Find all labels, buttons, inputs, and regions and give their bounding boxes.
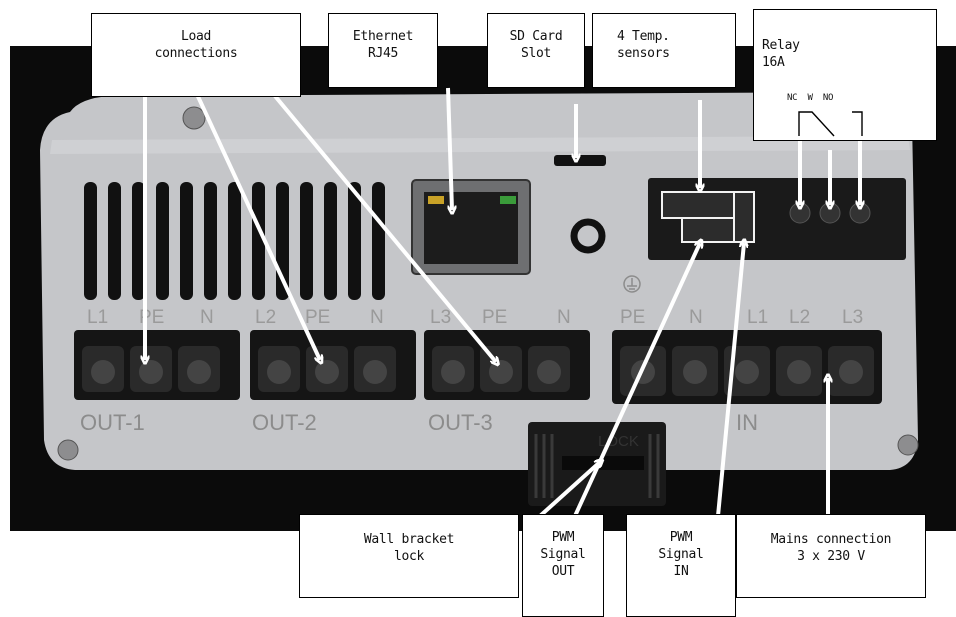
screw-icon (897, 434, 919, 456)
callout-pwm-in: PWM Signal IN (626, 514, 736, 617)
earth-icon (623, 275, 641, 293)
arrow-out-3 (268, 88, 496, 362)
group-label-out-3: OUT-3 (428, 410, 493, 435)
screw-icon (182, 106, 206, 130)
pin-label: PE (139, 307, 164, 328)
relay-pin-labels: NC W NO (787, 93, 834, 103)
cooling-vents (84, 182, 385, 300)
group-label-in: IN (736, 410, 758, 435)
relay-title: Relay 16A (762, 38, 800, 70)
group-label-out-1: OUT-1 (80, 410, 145, 435)
pin-label: L3 (842, 307, 863, 328)
arrow-wall-lock (538, 462, 600, 518)
arrow-out-2 (193, 89, 320, 360)
sd-card-slot (554, 155, 606, 166)
pin-label: N (557, 307, 571, 328)
arrow-pwm-out (573, 243, 700, 517)
callout-ethernet: Ethernet RJ45 (328, 13, 438, 88)
out-3-connector (424, 330, 590, 400)
relay-switch-icon (798, 111, 863, 137)
pin-label: L1 (87, 307, 108, 328)
lock-text: LOCK (598, 433, 639, 450)
arrow-pwm-in (716, 243, 744, 517)
pin-label: PE (305, 307, 330, 328)
pin-labels: L1 PE N L2 PE N L3 PE N PE N L1 L2 L3 (87, 307, 863, 328)
group-labels: OUT-1 OUT-2 OUT-3 IN (80, 410, 758, 435)
pin-label: N (689, 307, 703, 328)
pin-label: PE (620, 307, 645, 328)
callout-mains: Mains connection 3 x 230 V (736, 514, 926, 598)
callout-wall-bracket-lock: Wall bracket lock (299, 514, 519, 598)
callout-temp-sensors: 4 Temp. sensors (592, 13, 736, 88)
pin-label: N (370, 307, 384, 328)
callout-sd-card: SD Card Slot (487, 13, 585, 88)
arrow-ethernet (446, 87, 452, 210)
group-label-out-2: OUT-2 (252, 410, 317, 435)
in-connector (612, 330, 882, 404)
out-1-connector (74, 330, 240, 400)
screw-icon (57, 439, 79, 461)
pin-label: PE (482, 307, 507, 328)
ring-button (570, 218, 606, 254)
out-2-connector (250, 330, 416, 400)
pin-label: L1 (747, 307, 768, 328)
callout-pwm-out: PWM Signal OUT (522, 514, 604, 617)
callout-relay: Relay 16A NC W NO (753, 9, 937, 141)
pin-label: L3 (430, 307, 451, 328)
callout-arrows (145, 87, 860, 518)
pin-label: L2 (789, 307, 810, 328)
pin-label: N (200, 307, 214, 328)
callout-load-connections: Load connections (91, 13, 301, 97)
pin-label: L2 (255, 307, 276, 328)
